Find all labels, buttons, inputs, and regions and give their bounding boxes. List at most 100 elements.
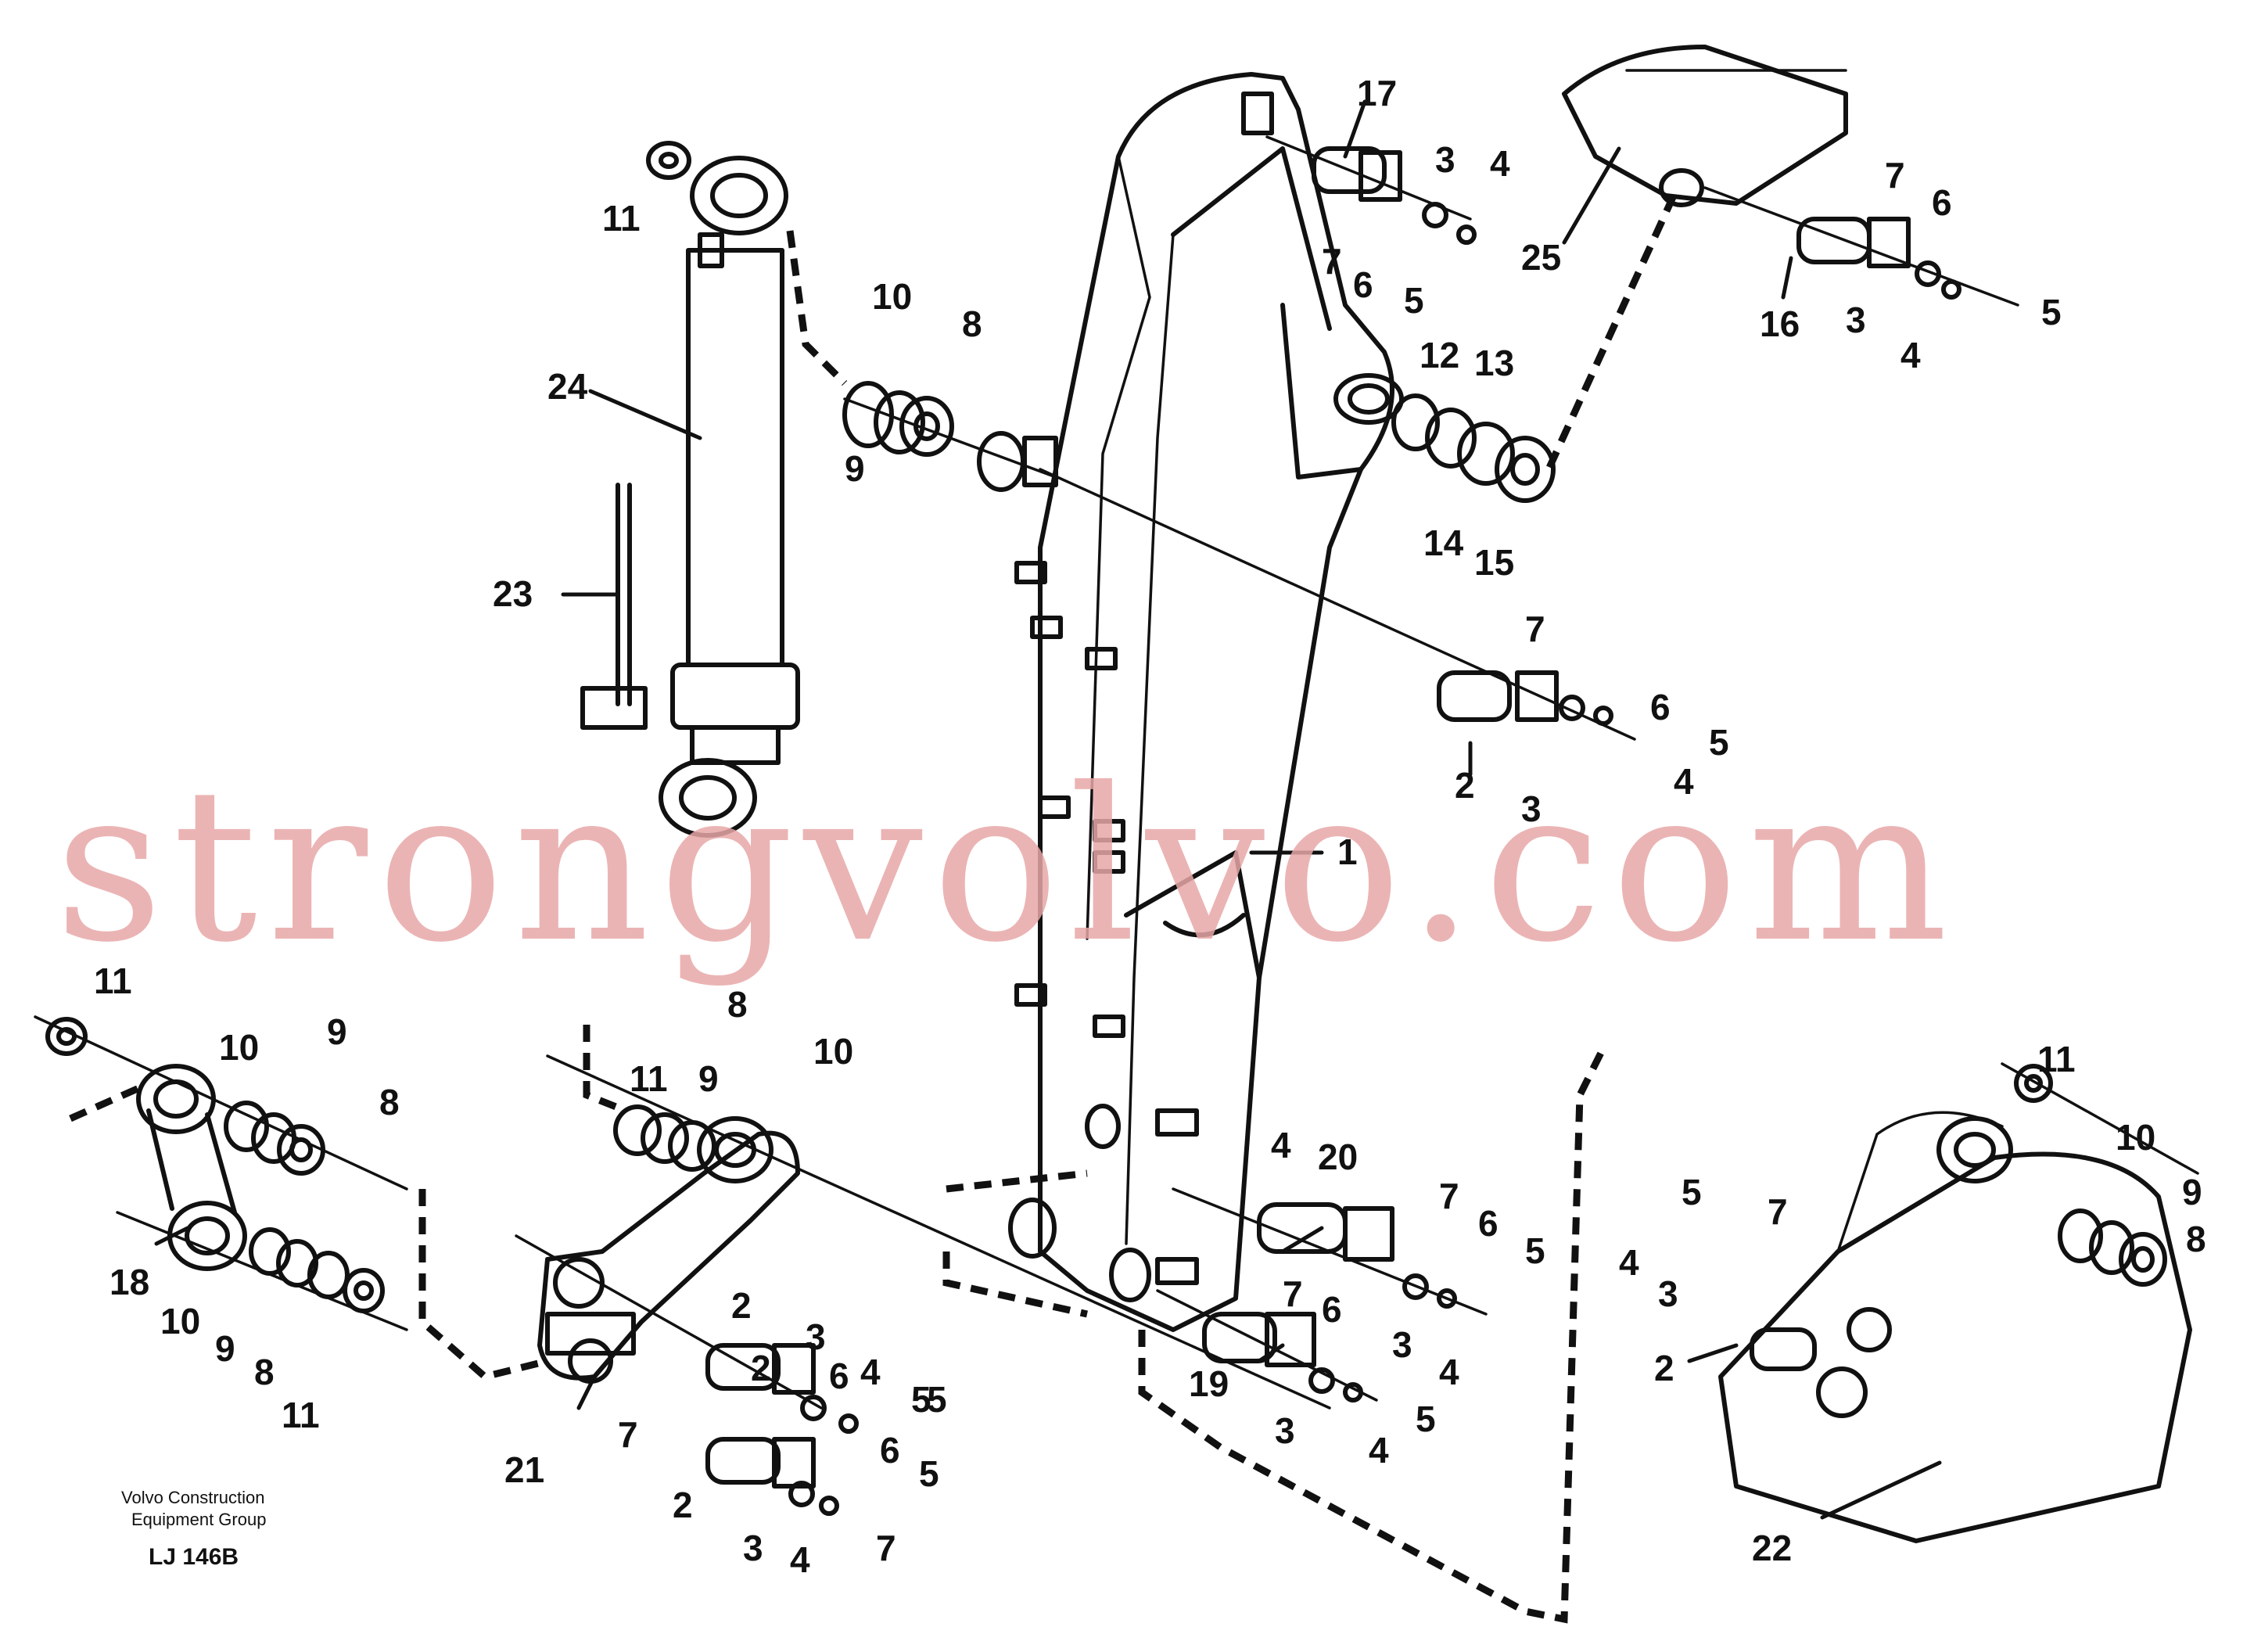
callout-13: 13 bbox=[1474, 343, 1514, 383]
link-18 bbox=[34, 1015, 408, 1331]
callout-19: 19 bbox=[1189, 1363, 1229, 1404]
pins-lower-middle bbox=[1156, 1187, 1488, 1402]
callout-16: 16 bbox=[1760, 303, 1800, 344]
bucket bbox=[1718, 1062, 2199, 1543]
callout-9: 9 bbox=[327, 1011, 347, 1052]
callout-12: 12 bbox=[1420, 335, 1459, 375]
callout-15: 15 bbox=[1474, 542, 1514, 583]
callout-4: 4 bbox=[1369, 1430, 1389, 1471]
callout-4: 4 bbox=[1619, 1242, 1639, 1283]
callout-3: 3 bbox=[1521, 788, 1542, 829]
callout-3: 3 bbox=[1392, 1324, 1412, 1365]
caption-block: Volvo Construction Equipment Group LJ 14… bbox=[121, 1488, 266, 1570]
callout-14: 14 bbox=[1423, 523, 1464, 563]
callout-8: 8 bbox=[962, 303, 982, 344]
callout-2: 2 bbox=[731, 1285, 752, 1326]
callout-6: 6 bbox=[829, 1356, 849, 1396]
boom-cylinder bbox=[659, 156, 800, 838]
callout-5: 5 bbox=[1682, 1172, 1702, 1212]
callout-21: 21 bbox=[504, 1449, 544, 1490]
callout-9: 9 bbox=[698, 1058, 719, 1099]
callout-6: 6 bbox=[1932, 182, 1952, 223]
callout-7: 7 bbox=[1525, 609, 1545, 649]
callout-10: 10 bbox=[872, 276, 912, 317]
callout-7: 7 bbox=[1439, 1176, 1459, 1216]
leader-lines bbox=[154, 99, 1942, 1520]
callout-11: 11 bbox=[282, 1395, 320, 1435]
caption-line-1: Volvo Construction bbox=[121, 1488, 264, 1507]
callout-1: 1 bbox=[1337, 831, 1358, 872]
callout-6: 6 bbox=[1478, 1203, 1498, 1244]
callout-4: 4 bbox=[1900, 335, 1921, 375]
callout-24: 24 bbox=[547, 366, 588, 407]
callout-10: 10 bbox=[160, 1301, 200, 1341]
callout-3: 3 bbox=[806, 1316, 826, 1357]
callout-10: 10 bbox=[813, 1031, 853, 1072]
callout-11: 11 bbox=[94, 961, 132, 1001]
callout-8: 8 bbox=[379, 1082, 400, 1122]
callout-8: 8 bbox=[254, 1352, 275, 1392]
boom bbox=[977, 72, 1404, 1332]
callout-18: 18 bbox=[109, 1262, 149, 1302]
callout-7: 7 bbox=[876, 1528, 896, 1568]
callout-4: 4 bbox=[1674, 761, 1694, 802]
pin-middle bbox=[1039, 468, 1636, 741]
callout-9: 9 bbox=[845, 448, 865, 489]
pins-top bbox=[1265, 135, 2019, 307]
callout-4: 4 bbox=[1439, 1352, 1459, 1392]
callout-3: 3 bbox=[1658, 1273, 1678, 1314]
callout-11: 11 bbox=[602, 198, 641, 239]
callout-11: 11 bbox=[2037, 1039, 2076, 1079]
callout-6: 6 bbox=[1650, 687, 1671, 727]
callout-5: 5 bbox=[1416, 1399, 1436, 1439]
callout-4: 4 bbox=[1490, 143, 1510, 184]
callout-5: 5 bbox=[1404, 280, 1424, 321]
callout-4: 4 bbox=[860, 1352, 881, 1392]
diagram-code: LJ 146B bbox=[149, 1544, 239, 1570]
caption-line-2: Equipment Group bbox=[131, 1510, 266, 1529]
callout-7: 7 bbox=[1768, 1191, 1788, 1232]
callout-3: 3 bbox=[1275, 1410, 1295, 1451]
callout-2: 2 bbox=[751, 1348, 771, 1388]
callout-10: 10 bbox=[219, 1027, 259, 1068]
callout-5: 5 bbox=[927, 1379, 947, 1420]
pins-lower-left bbox=[705, 1343, 859, 1516]
callout-4: 4 bbox=[1271, 1125, 1291, 1165]
callout-11: 11 bbox=[630, 1058, 668, 1099]
callout-25: 25 bbox=[1521, 237, 1561, 278]
callout-4: 4 bbox=[790, 1539, 810, 1580]
callout-6: 6 bbox=[880, 1430, 900, 1471]
callout-5: 5 bbox=[911, 1379, 931, 1420]
callout-8: 8 bbox=[2186, 1219, 2206, 1259]
callout-22: 22 bbox=[1752, 1528, 1792, 1568]
watermark-text: strongvolvo.com bbox=[55, 742, 1958, 989]
callout-3: 3 bbox=[1846, 300, 1866, 340]
callout-3: 3 bbox=[1435, 139, 1455, 180]
callout-6: 6 bbox=[1322, 1289, 1342, 1330]
assembly-dashes bbox=[69, 194, 1678, 1624]
callout-7: 7 bbox=[1283, 1273, 1303, 1314]
callout-7: 7 bbox=[1885, 155, 1905, 196]
callout-17: 17 bbox=[1357, 73, 1397, 113]
callout-7: 7 bbox=[618, 1414, 638, 1455]
callout-23: 23 bbox=[493, 573, 533, 614]
callout-20: 20 bbox=[1318, 1137, 1358, 1177]
callout-3: 3 bbox=[743, 1528, 763, 1568]
callout-5: 5 bbox=[1709, 722, 1729, 763]
callout-5: 5 bbox=[2041, 292, 2062, 332]
callout-8: 8 bbox=[727, 984, 748, 1025]
callout-2: 2 bbox=[1455, 765, 1475, 806]
callout-9: 9 bbox=[2182, 1172, 2202, 1212]
callout-6: 6 bbox=[1353, 264, 1373, 305]
callout-2: 2 bbox=[1654, 1348, 1674, 1388]
callout-10: 10 bbox=[2116, 1117, 2155, 1158]
callout-7: 7 bbox=[1322, 241, 1342, 282]
callout-labels: 1 2 2 2 2 2 3 3 3 3 3 3 3 3 4 4 4 4 4 4 … bbox=[94, 73, 2206, 1580]
callout-5: 5 bbox=[919, 1453, 939, 1494]
hose-tube bbox=[580, 483, 648, 730]
callout-2: 2 bbox=[673, 1485, 693, 1525]
callout-9: 9 bbox=[215, 1328, 235, 1369]
bushings-right bbox=[1391, 393, 1556, 503]
linkage-21 bbox=[515, 1054, 1331, 1410]
